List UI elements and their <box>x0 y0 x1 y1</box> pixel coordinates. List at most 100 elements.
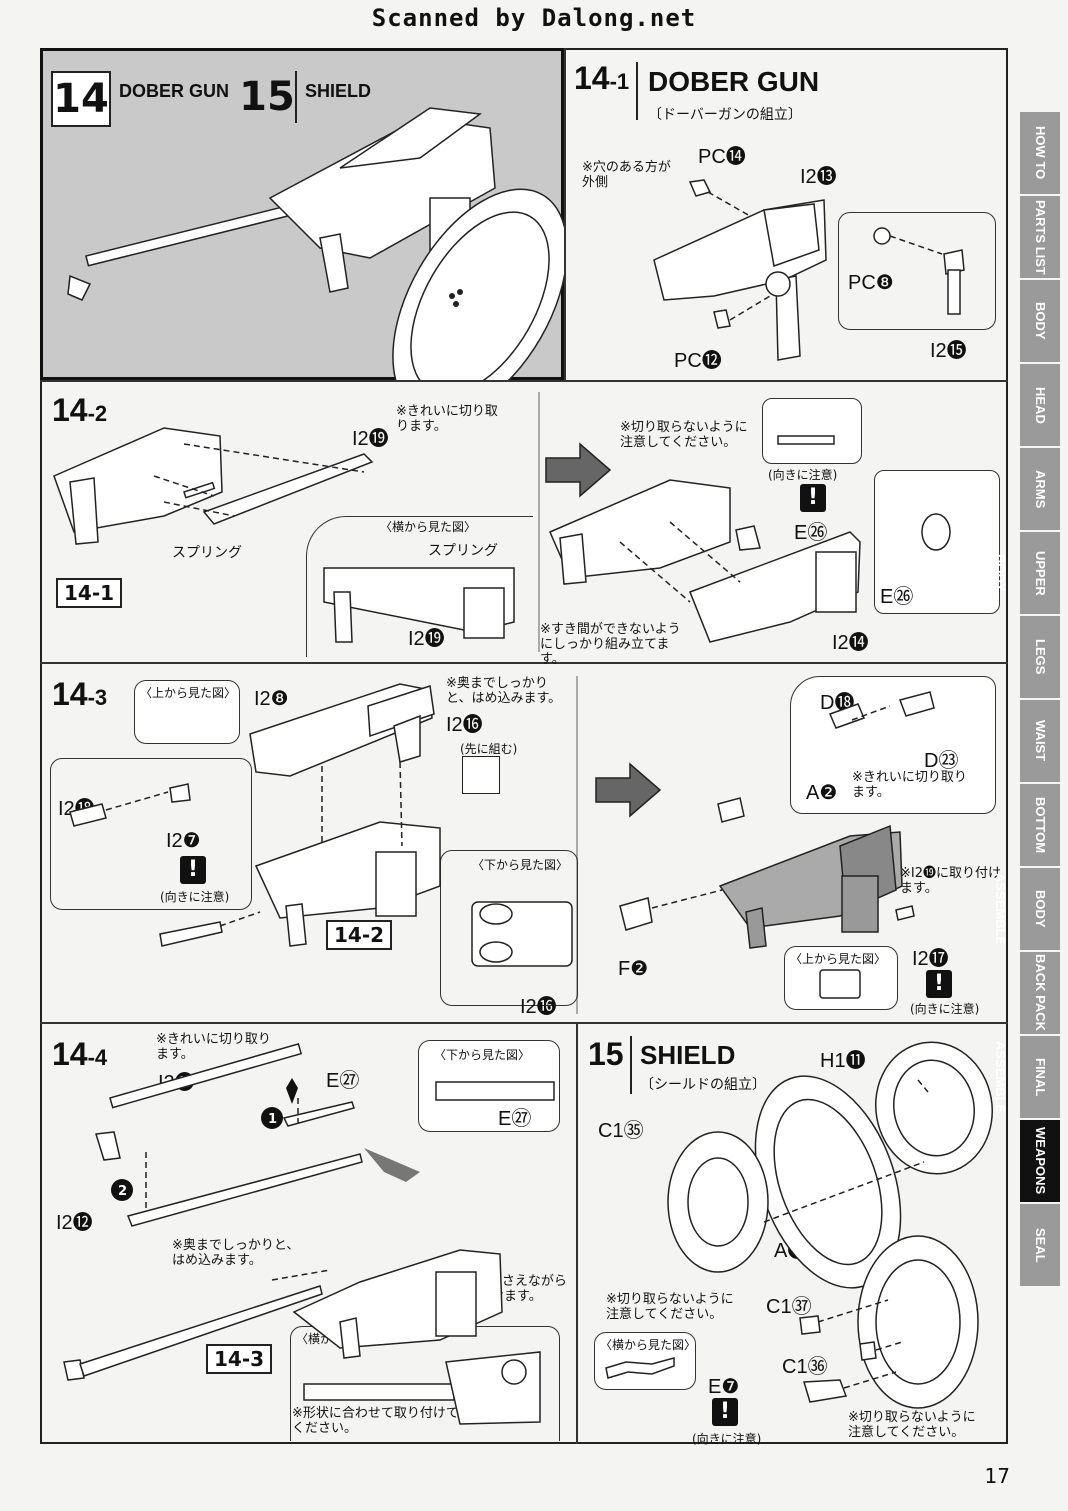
part-c1-36: C1㊱ <box>782 1356 828 1378</box>
step-sub: -4 <box>87 1045 108 1070</box>
attach-to-i2-19-note: ※I2⓳に取り付けます。 <box>900 866 1001 896</box>
step-14-2-left-illustration <box>53 427 515 643</box>
no-cut-note-2: ※切り取らないように注意してください。 <box>848 1410 976 1440</box>
step-14-3-right-illustration <box>619 691 935 999</box>
part-a2: A❷ <box>806 782 838 804</box>
divider <box>538 392 540 652</box>
part-pc14: PC⓮ <box>698 146 746 168</box>
part-i2-16b: I2⓰ <box>520 996 557 1018</box>
tab-parts-list[interactable]: PARTS LIST <box>1020 196 1060 278</box>
step-14-3-left-illustration <box>69 683 573 967</box>
part-i2-17: I2⓱ <box>912 948 949 970</box>
warning-icon: ! <box>926 970 952 998</box>
clean-cut-note-2: ※きれいに切り取ります。 <box>852 770 967 800</box>
shape-fit-note: ※形状に合わせて取り付けてください。 <box>292 1406 459 1436</box>
side-view-inset <box>306 516 533 657</box>
svg-text:1: 1 <box>268 1112 277 1127</box>
tab-bottom[interactable]: BOTTOM <box>1020 784 1060 866</box>
divider <box>576 1022 578 1444</box>
overview-illustration <box>67 107 564 380</box>
press-fit-note: ※奥までしっかりと、はめ込みます。 <box>446 676 562 706</box>
tab-waist[interactable]: WAIST <box>1020 700 1060 782</box>
part-i2-19b: I2⓳ <box>408 628 445 650</box>
orientation-caption: (向きに注意) <box>160 890 230 904</box>
step-14-2-right-illustration <box>549 435 951 643</box>
step-sub: -1 <box>609 69 630 94</box>
flow-arrow <box>595 762 662 818</box>
dober-gun-title: DOBER GUN <box>648 66 820 97</box>
bottom-view-caption: 〈下から見た図〉 <box>434 1048 531 1062</box>
step-15-illustration <box>605 1041 994 1409</box>
part-i2-13: I2⓭ <box>800 166 837 188</box>
tab-how-to[interactable]: HOW TO <box>1020 112 1060 194</box>
heading-rule <box>630 1036 632 1094</box>
orientation-caption: (向きに注意) <box>692 1432 762 1446</box>
shield-subtitle: 〔シールドの組立〕 <box>640 1077 766 1093</box>
pre-assembly-box <box>462 756 500 794</box>
ref-14-3: 14-3 <box>206 1344 273 1374</box>
top-view-inset <box>134 680 240 744</box>
step-14-4-heading: 14-4 <box>52 1036 107 1073</box>
part-i2-12: I2⓬ <box>56 1212 93 1234</box>
step-number: 14 <box>52 392 88 428</box>
warning-icon: ! <box>712 1398 738 1426</box>
top-view-caption-2: 〈上から見た図〉 <box>790 952 887 966</box>
divider <box>576 676 578 1014</box>
step-sub: -3 <box>87 685 108 710</box>
step-14-2-heading: 14-2 <box>52 392 107 429</box>
tab-final-assemble[interactable]: FINAL ASSEMBLE <box>993 1036 1060 1118</box>
step-14-1-illustration <box>653 179 965 361</box>
spring-label-2: スプリング <box>428 543 498 559</box>
no-cut-note: ※切り取らないように注意してください。 <box>620 420 748 450</box>
tab-arms[interactable]: ARMS <box>1020 448 1060 530</box>
tab-legs[interactable]: LEGS <box>1020 616 1060 698</box>
tab-seal[interactable]: SEAL <box>1020 1204 1060 1286</box>
step-number: 14 <box>52 676 88 712</box>
tab-body[interactable]: BODY <box>1020 280 1060 362</box>
top-view-caption: 〈上から見た図〉 <box>140 686 237 700</box>
divider <box>40 1022 1008 1024</box>
ref-14-1: 14-1 <box>56 578 123 608</box>
tab-body-assemble[interactable]: BODY ASSEMBLE <box>993 868 1060 950</box>
step-14-3-heading: 14-3 <box>52 676 107 713</box>
side-view-caption: 〈横から見た図〉 <box>600 1338 697 1352</box>
bottom-view-caption: 〈下から見た図〉 <box>472 858 569 872</box>
part-f2: F❷ <box>618 958 649 980</box>
part-c1-37: C1㊲ <box>766 1296 812 1318</box>
step-number: 14 <box>52 1036 88 1072</box>
part-i2-19: I2⓳ <box>352 428 389 450</box>
ref-14-2: 14-2 <box>326 920 393 950</box>
orientation-inset <box>762 398 862 464</box>
part-i2-8: I2❽ <box>254 688 289 710</box>
step-14-4-illustration: 1 2 <box>63 1043 555 1425</box>
part-i2-16: I2⓰ <box>446 714 483 736</box>
clean-cut-note: ※きれいに切り取ります。 <box>396 404 498 434</box>
no-gap-note: ※すき間ができないようにしっかり組み立てます。 <box>540 622 681 667</box>
overview-panel: 14 DOBER GUN 15 SHIELD <box>40 48 564 380</box>
side-view-caption: 〈横から見た図〉 <box>380 520 477 534</box>
tab-upper-body[interactable]: UPPER BODY <box>993 532 1060 614</box>
svg-text:2: 2 <box>118 1184 127 1199</box>
clean-cut-note: ※きれいに切り取ります。 <box>156 1032 271 1062</box>
warning-icon: ! <box>180 856 206 884</box>
scan-credit: Scanned by Dalong.net <box>371 4 697 32</box>
warning-icon: ! <box>800 484 826 512</box>
bottom-view-inset <box>440 850 578 1006</box>
step-number-15: 15 <box>239 71 297 123</box>
flow-arrow <box>545 442 612 498</box>
detail-inset <box>790 676 996 814</box>
subassembly-inset <box>838 212 996 330</box>
part-e7: E❼ <box>708 1376 740 1398</box>
part-i2-14: I2⓮ <box>832 632 869 654</box>
press-fit-note: ※奥までしっかりと、はめ込みます。 <box>172 1238 300 1268</box>
part-h1-11: H1⓫ <box>820 1050 866 1072</box>
tab-head[interactable]: HEAD <box>1020 364 1060 446</box>
step-sub: -2 <box>87 401 108 426</box>
tab-back-pack[interactable]: BACK PACK <box>1020 952 1060 1034</box>
tab-weapons[interactable]: WEAPONS <box>1020 1120 1060 1202</box>
spring-label: スプリング <box>172 545 242 561</box>
heading-rule <box>636 62 638 120</box>
part-e26: E㉖ <box>794 522 828 544</box>
page-number: 17 <box>984 1464 1010 1488</box>
